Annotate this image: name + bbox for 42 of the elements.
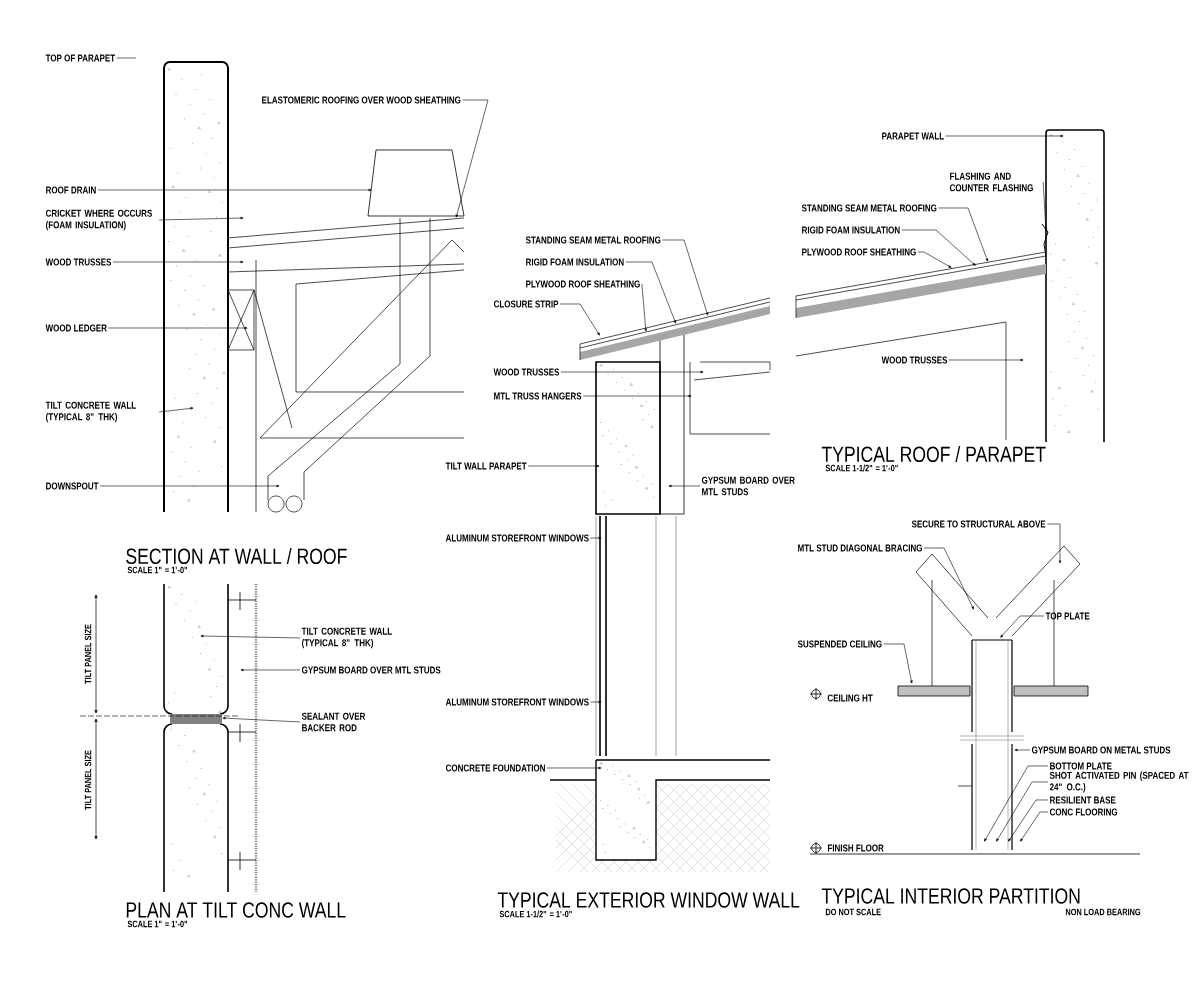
- leader-line: [984, 765, 1049, 842]
- leader-line: [948, 358, 1024, 362]
- leader-line: [455, 99, 489, 218]
- leader-line: [590, 536, 602, 540]
- leader-line: [917, 251, 952, 268]
- leader-line: [222, 716, 301, 723]
- leader-line: [883, 643, 913, 684]
- leader-line: [945, 134, 1064, 138]
- detail-title: TYPICAL EXTERIOR WINDOW WALL: [497, 892, 800, 908]
- leader-line: [108, 326, 248, 330]
- leader-line: [1047, 523, 1062, 564]
- leader-line: [559, 303, 600, 336]
- leader-line: [158, 407, 194, 413]
- leader-line: [99, 484, 280, 488]
- detail-title: PLAN AT TILT CONC WALL: [126, 902, 346, 918]
- leader-line: [996, 781, 1049, 842]
- leader-line: [158, 216, 244, 221]
- leader-line: [112, 260, 244, 264]
- leader-line: [625, 261, 676, 324]
- leader-line: [546, 766, 602, 770]
- leader-line: [641, 283, 647, 332]
- leader-line: [901, 229, 976, 266]
- detail-title: TYPICAL INTERIOR PARTITION: [821, 888, 1080, 904]
- detail-title: TYPICAL ROOF / PARAPET: [821, 445, 1046, 463]
- leader-line: [1042, 181, 1048, 232]
- leader-line: [1020, 811, 1049, 842]
- leader-line: [668, 484, 701, 488]
- leader-line: [560, 370, 704, 374]
- leader-line: [240, 668, 301, 672]
- leader-line: [1008, 799, 1049, 842]
- leader-line: [582, 394, 692, 398]
- leader-line: [97, 188, 372, 192]
- leader-line: [590, 700, 602, 704]
- leader-line: [527, 464, 600, 468]
- detail-title: SECTION AT WALL / ROOF: [126, 547, 347, 565]
- leader-line: [923, 547, 974, 610]
- leader-line: [116, 57, 137, 59]
- leader-line: [662, 239, 709, 316]
- leader-line: [938, 207, 988, 262]
- leader-line: [1000, 615, 1045, 638]
- leader-line: [1014, 748, 1031, 752]
- leader-line: [200, 634, 301, 639]
